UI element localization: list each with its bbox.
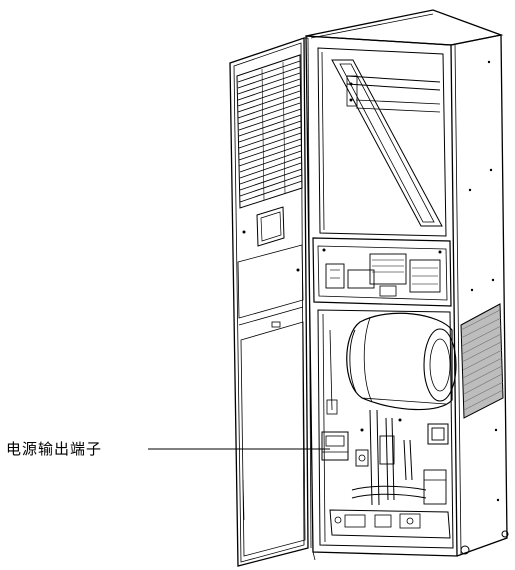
lower-blower-chamber <box>317 309 454 549</box>
upper-evaporator-chamber <box>317 47 447 237</box>
blower-fan <box>346 312 457 411</box>
door-display-panel <box>256 206 285 247</box>
side-vent-grille <box>460 303 504 419</box>
cabinet-body <box>305 9 508 557</box>
door-lower-panel <box>237 230 306 557</box>
door-louver-grille <box>236 54 303 209</box>
power-output-terminal-label: 电源输出端子 <box>6 440 103 458</box>
electrical-control-box <box>312 237 452 307</box>
open-door <box>229 37 312 567</box>
cabinet-feet <box>312 530 509 561</box>
piping-and-components <box>321 409 451 539</box>
